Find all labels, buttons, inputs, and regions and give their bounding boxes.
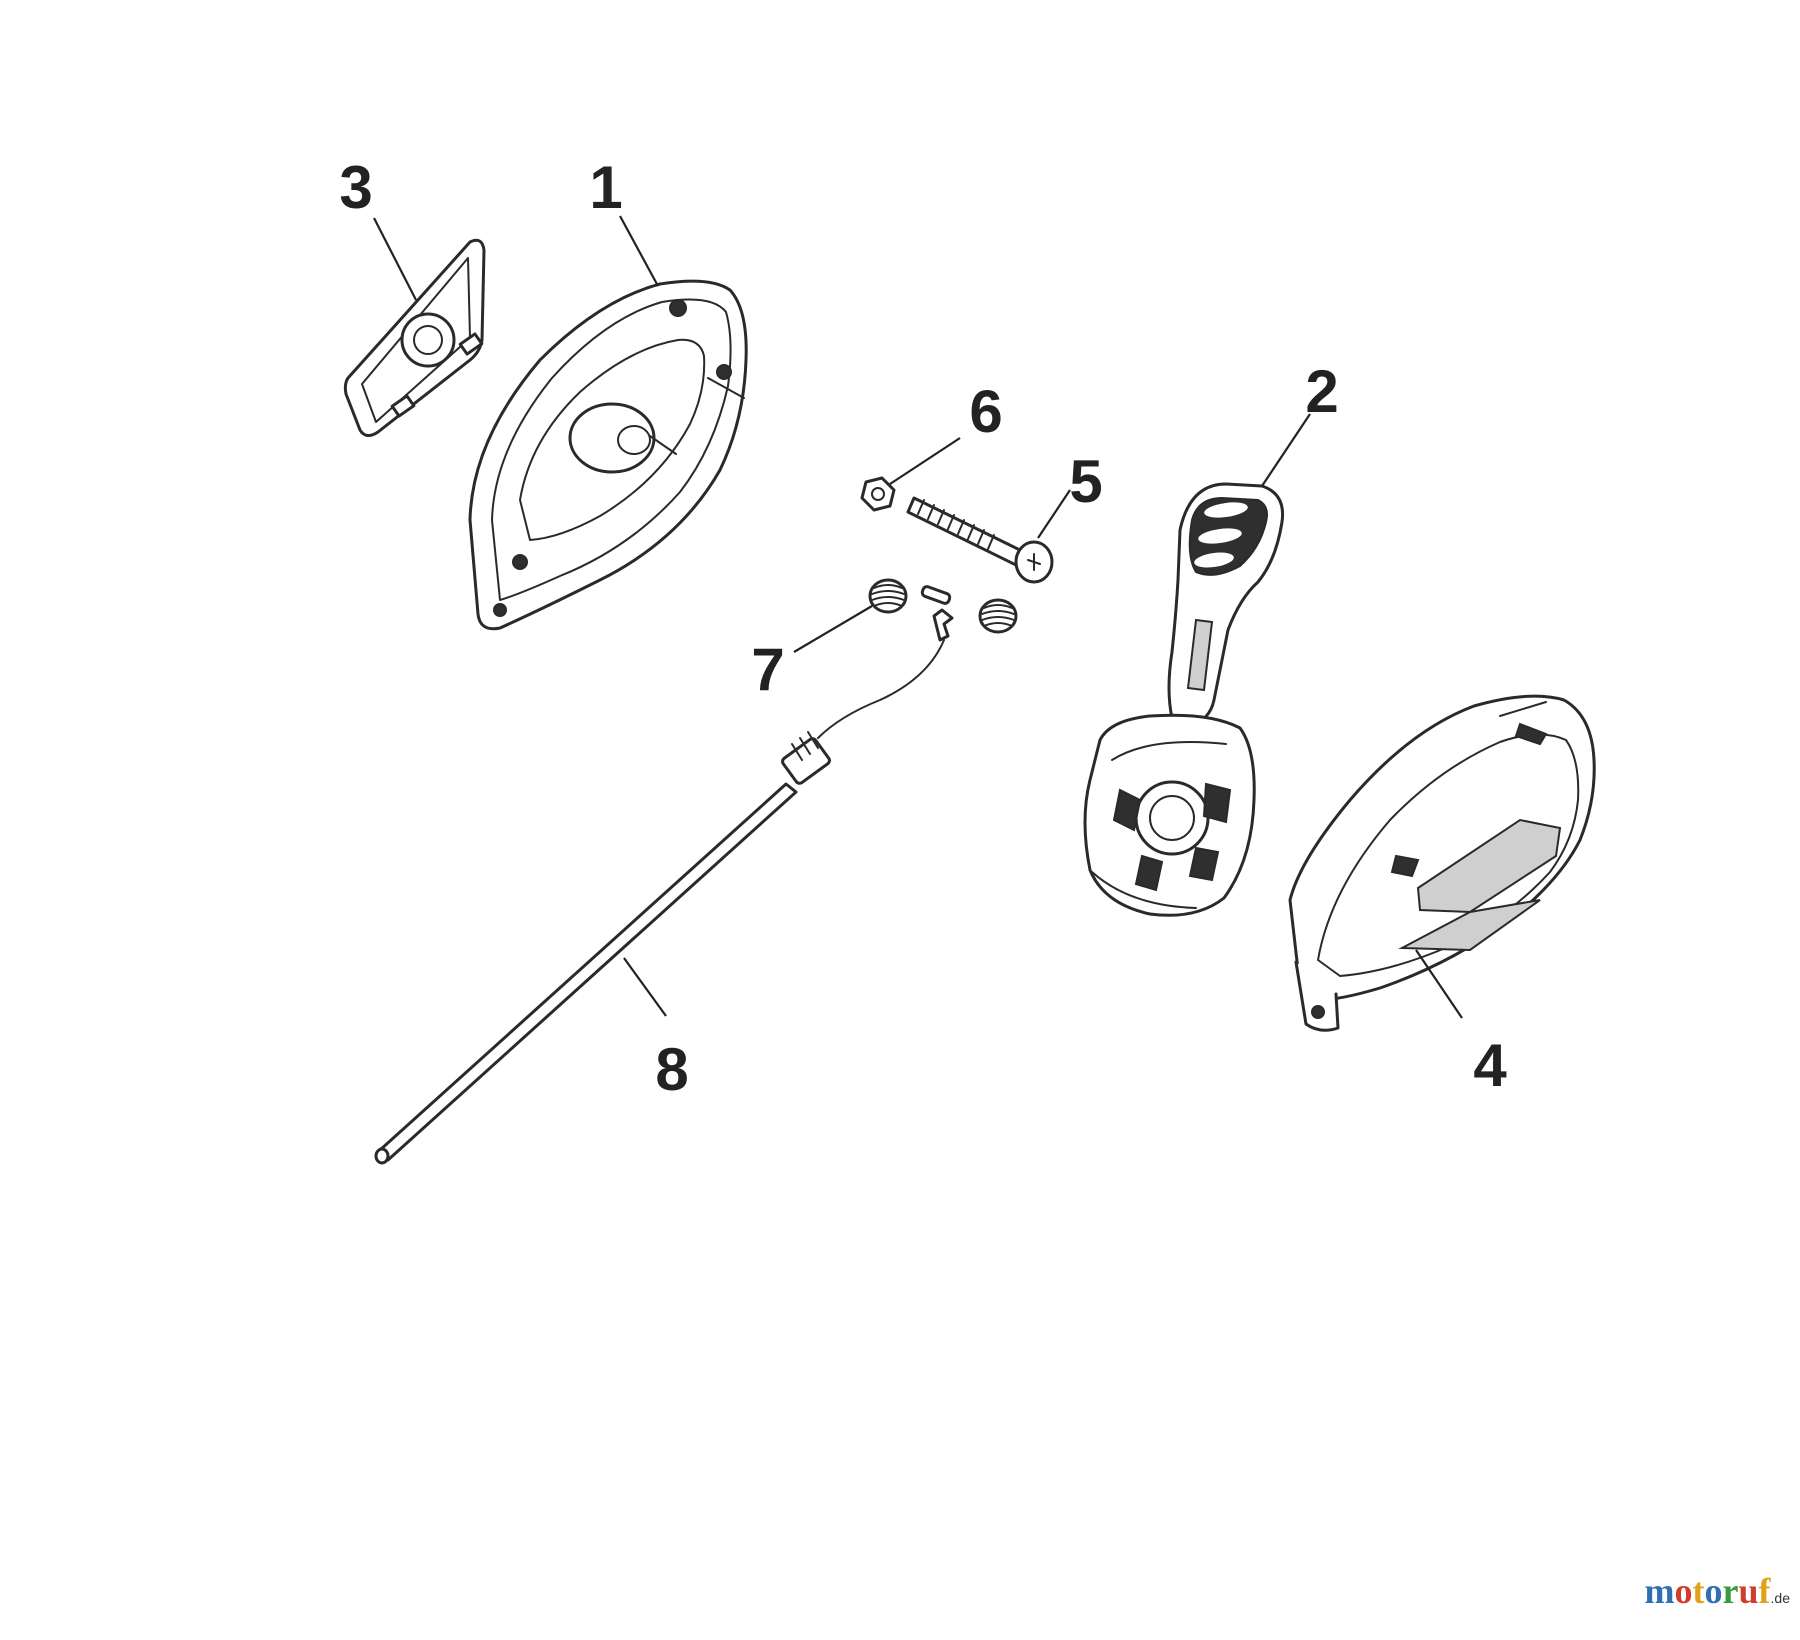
watermark-letter: u	[1738, 1571, 1759, 1611]
callout-2: 2	[1305, 358, 1338, 425]
callout-5: 5	[1069, 448, 1102, 515]
part-1-left-housing	[468, 279, 748, 631]
leader-2	[1261, 413, 1311, 487]
part-2-lever	[1083, 482, 1285, 917]
watermark-letter: t	[1692, 1571, 1705, 1611]
watermark-suffix: .de	[1770, 1590, 1790, 1606]
callout-4: 4	[1473, 1032, 1507, 1099]
leader-3	[373, 217, 417, 301]
watermark-letter: o	[1674, 1571, 1693, 1611]
watermark-letter: f	[1758, 1571, 1771, 1611]
watermark-letter: o	[1704, 1571, 1723, 1611]
leader-1	[619, 215, 659, 287]
leader-4	[1415, 949, 1463, 1019]
part-5-bolt	[906, 496, 1054, 584]
part-6-nut	[860, 476, 896, 512]
part-8-cable	[374, 639, 945, 1165]
leader-7	[793, 605, 873, 653]
callout-1: 1	[589, 154, 622, 221]
part-3-cover-plate	[343, 238, 486, 437]
watermark-letter: r	[1722, 1571, 1739, 1611]
watermark-wordmark: motoruf	[1645, 1571, 1771, 1611]
leader-6	[889, 437, 961, 485]
leader-lines	[373, 215, 1463, 1019]
watermark-logo: motoruf.de	[1645, 1570, 1790, 1612]
callout-6: 6	[969, 378, 1002, 445]
leader-8	[623, 957, 667, 1017]
callout-8: 8	[655, 1036, 688, 1103]
callout-3: 3	[339, 154, 372, 221]
callout-labels: 1 2 3 4 5 6 7 8	[339, 154, 1507, 1103]
part-7-springs	[868, 578, 1018, 642]
watermark-letter: m	[1644, 1571, 1675, 1611]
callout-7: 7	[751, 636, 784, 703]
leader-5	[1037, 489, 1071, 539]
part-4-right-housing	[1288, 694, 1596, 1032]
